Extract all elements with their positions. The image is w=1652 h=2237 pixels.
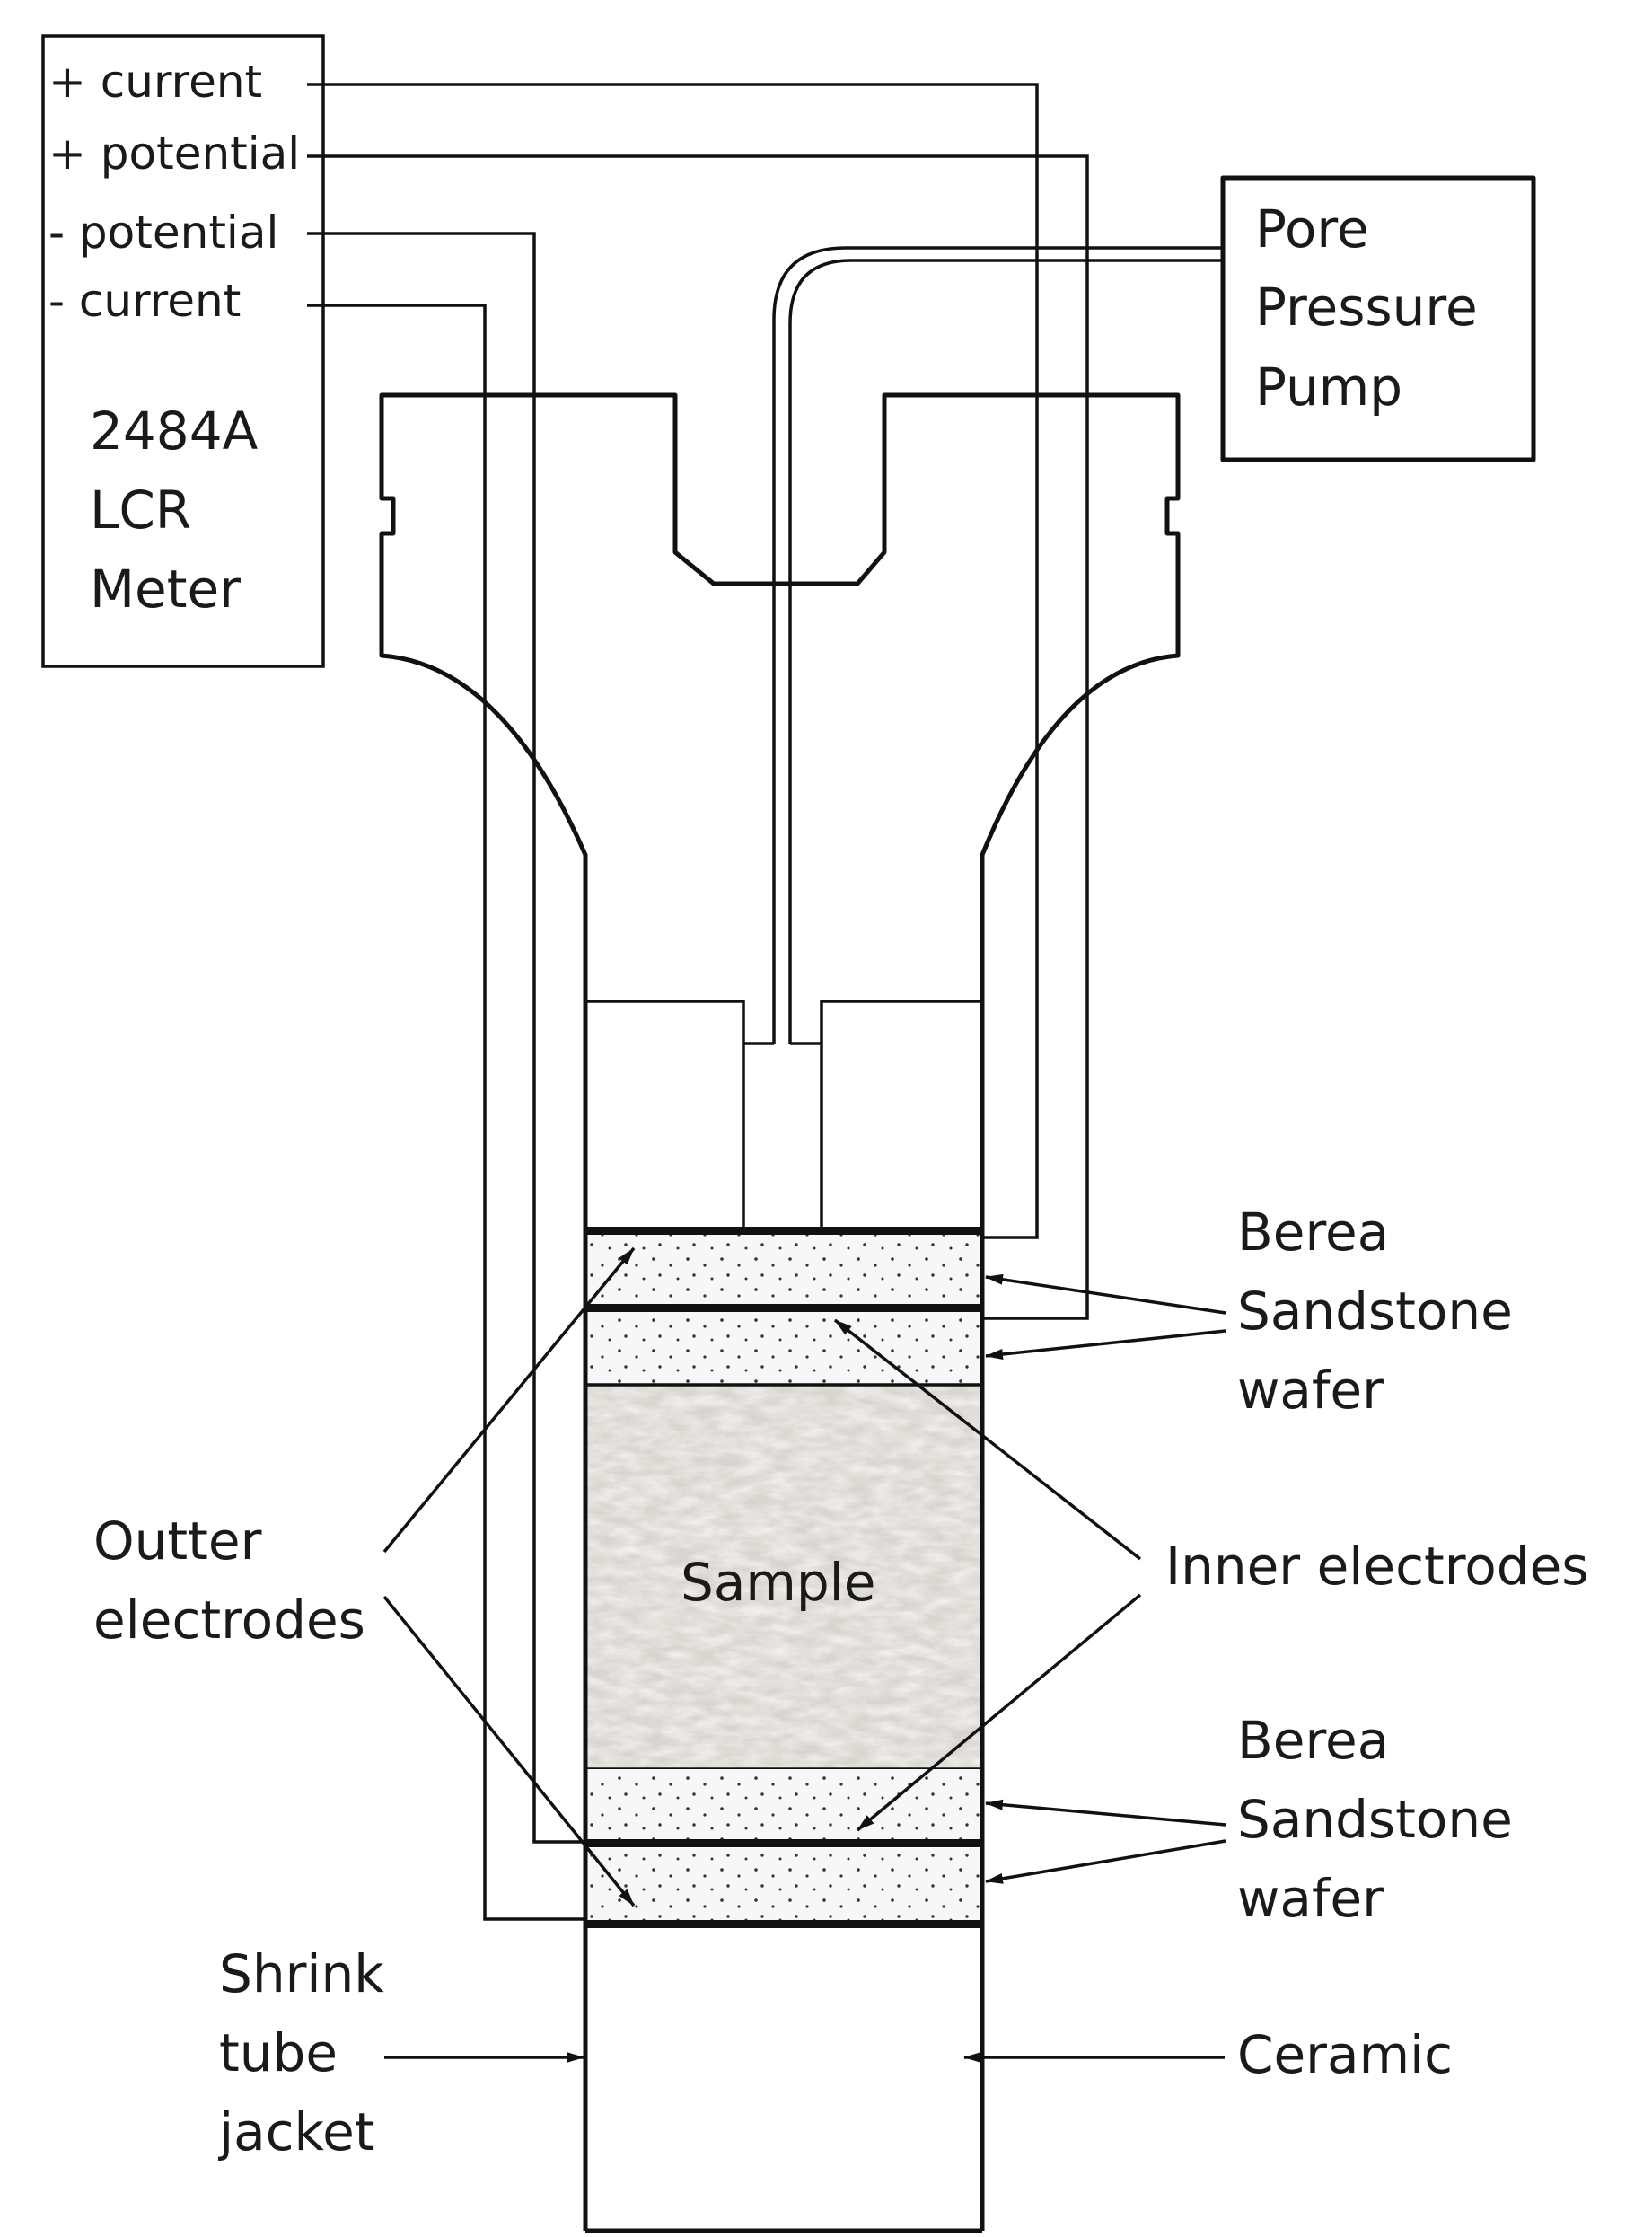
meter-name-line-1: 2484A (90, 401, 259, 462)
ceramic-block (583, 1227, 985, 2231)
wire-minus-current (307, 304, 585, 1921)
arrow-outer-bottom (382, 1595, 636, 1907)
inner-electrode-bottom (585, 1839, 982, 1847)
shrink-tube-line-1: Shrink (219, 1943, 384, 2004)
arrow-inner-bottom (856, 1593, 1142, 1832)
terminal-minus-current: - current (48, 275, 241, 327)
terminal-plus-current: + current (48, 56, 262, 108)
inner-electrodes-label: Inner electrodes (1165, 1536, 1588, 1597)
outer-electrode-bottom (585, 1920, 982, 1928)
arrow-berea-bottom-2 (985, 1839, 1226, 1884)
meter-name-line-3: Meter (90, 559, 241, 620)
leader-arrows (382, 1246, 1226, 2063)
arrow-inner-top (833, 1318, 1142, 1561)
berea-bottom-line-2: Sandstone (1237, 1789, 1513, 1850)
berea-labels: Berea Sandstone wafer Berea Sandstone wa… (1237, 1202, 1513, 1929)
pump-line-2: Pressure (1255, 277, 1478, 338)
arrow-outer-top (382, 1246, 636, 1554)
berea-top-line-1: Berea (1237, 1202, 1389, 1263)
berea-bottom-line-3: wafer (1237, 1868, 1384, 1929)
sample-core: Sample (585, 1383, 982, 1771)
wire-minus-potential (307, 232, 585, 1844)
meter-name-line-2: LCR (90, 480, 191, 541)
upper-wafers (585, 1234, 982, 1385)
wire-plus-current (307, 83, 1039, 1239)
ceramic-label: Ceramic (1237, 2024, 1453, 2085)
arrow-berea-bottom-1 (985, 1799, 1226, 1827)
wire-plus-potential (307, 154, 1089, 1320)
arrow-berea-top-1 (985, 1273, 1226, 1315)
shrink-tube-line-2: tube (219, 2022, 338, 2083)
arrow-berea-top-2 (985, 1329, 1226, 1360)
berea-bottom-line-1: Berea (1237, 1710, 1389, 1771)
berea-top-line-3: wafer (1237, 1360, 1384, 1421)
berea-top-line-2: Sandstone (1237, 1281, 1513, 1342)
outer-electrodes-line-1: Outter (93, 1510, 262, 1572)
lcr-meter: + current + potential - potential - curr… (41, 34, 325, 668)
pore-tube (772, 246, 1223, 1044)
outer-electrodes-line-2: electrodes (93, 1590, 365, 1651)
pump-line-1: Pore (1255, 198, 1369, 260)
upper-piston (585, 1000, 982, 1230)
outer-electrode-top (585, 1227, 982, 1235)
electrodes (585, 1227, 982, 1928)
pore-pressure-pump: Pore Pressure Pump (1220, 175, 1536, 462)
wires (307, 83, 1089, 1921)
pump-line-3: Pump (1255, 357, 1402, 418)
terminal-plus-potential: + potential (48, 128, 300, 180)
shrink-tube-line-3: jacket (217, 2101, 375, 2162)
inner-electrode-top (585, 1304, 982, 1312)
terminal-minus-potential: - potential (48, 207, 278, 259)
sample-label: Sample (681, 1552, 875, 1613)
